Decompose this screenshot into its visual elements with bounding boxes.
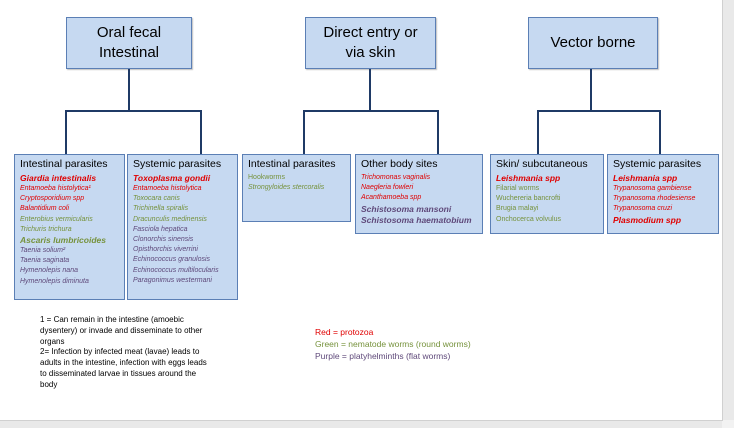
legend-nematode: Green = nematode worms (round worms): [315, 339, 471, 349]
parasite-item: Trypanosoma gambiense: [613, 185, 692, 192]
parasite-item: Trichomonas vaginalis: [361, 174, 431, 181]
parasite-item: Hookworms: [248, 174, 285, 181]
connector: [303, 110, 439, 112]
vertical-scrollbar[interactable]: [723, 0, 734, 420]
connector: [537, 110, 539, 154]
category-direct-entry: Direct entry or via skin: [305, 17, 436, 69]
parasite-item: Leishmania spp: [613, 173, 678, 183]
parasite-item: Clonorchis sinensis: [133, 236, 194, 244]
diagram-canvas: Oral fecal Intestinal Direct entry or vi…: [0, 0, 723, 421]
footnotes: 1 = Can remain in the intestine (amoebic…: [40, 315, 207, 389]
parasite-item: Hymenolepis diminuta: [20, 277, 89, 285]
parasite-item: Trypanosoma rhodesiense: [613, 195, 696, 203]
category-vector-borne: Vector borne: [528, 17, 658, 69]
category-title: Direct entry or via skin: [323, 24, 418, 61]
parasite-item: Trichinella spiralis: [133, 205, 189, 213]
connector: [303, 110, 305, 154]
group-heading: Systemic parasites: [613, 158, 702, 170]
group-heading: Skin/ subcutaneous: [496, 158, 588, 170]
parasite-item: Echinococcus granulosis: [133, 256, 211, 264]
parasite-item: Cryptosporidium spp: [20, 195, 85, 203]
color-legend: Red = protozoa Green = nematode worms (r…: [315, 326, 471, 362]
parasite-item: Hymenolepis nana: [20, 267, 78, 275]
parasite-item: Trypanosoma cruzi: [613, 205, 673, 213]
group-heading: Intestinal parasites: [20, 158, 108, 170]
legend-platyhelminth: Purple = platyhelminths (flat worms): [315, 351, 451, 361]
legend-protozoa: Red = protozoa: [315, 327, 374, 337]
parasite-item: Fasciola hepatica: [133, 225, 188, 233]
parasite-item: Taenia solium²: [20, 247, 66, 255]
parasite-item: Brugia malayi: [496, 205, 539, 213]
parasite-item: Taenia saginata: [20, 257, 70, 265]
parasite-item: Schistosoma haematobium: [361, 214, 472, 225]
parasite-item: Echinococcus multilocularis: [133, 266, 219, 274]
parasite-item: Naegleria fowleri: [361, 184, 414, 192]
parasite-item: Leishmania spp: [496, 173, 561, 183]
horizontal-scrollbar[interactable]: [0, 421, 722, 428]
parasite-item: Paragonimus westermani: [133, 276, 212, 284]
parasite-item: Toxocara canis: [133, 195, 180, 203]
parasite-item: Onchocerca volvulus: [496, 215, 561, 223]
connector: [590, 69, 592, 111]
parasite-item: Plasmodium spp: [613, 214, 682, 225]
connector: [659, 110, 661, 154]
parasite-item: Balantidium coli: [20, 205, 70, 213]
connector: [65, 110, 67, 154]
parasite-item: Giardia intestinalis: [20, 173, 97, 183]
category-title: Oral fecal Intestinal: [96, 24, 162, 61]
parasite-item: Entamoeba histolytica¹: [20, 185, 91, 192]
group-heading: Systemic parasites: [133, 158, 222, 170]
connector: [128, 69, 130, 111]
group-heading: Other body sites: [361, 158, 438, 170]
parasite-item: Schistosoma mansoni: [361, 203, 452, 214]
parasite-item: Opisthorchis viverrini: [133, 246, 198, 254]
parasite-item: Toxoplasma gondii: [133, 173, 211, 183]
parasite-item: Wuchereria bancrofti: [496, 195, 561, 203]
parasite-item: Trichuris trichura: [20, 225, 72, 233]
group-heading: Intestinal parasites: [248, 158, 336, 170]
connector: [537, 110, 661, 112]
category-oral-fecal: Oral fecal Intestinal: [66, 17, 192, 69]
parasite-item: Strongyloides stercoralis: [248, 184, 325, 192]
parasite-item: Filarial worms: [496, 185, 540, 192]
parasite-item: Dracunculis medinensis: [133, 215, 207, 223]
category-title: Vector borne: [550, 34, 636, 51]
connector: [369, 69, 371, 111]
parasite-item: Acanthamoeba spp: [361, 194, 422, 202]
parasite-item: Entamoeba histolytica: [133, 185, 202, 192]
parasite-item: Ascaris lumbricoides: [20, 235, 106, 246]
connector: [437, 110, 439, 154]
parasite-item: Enterobius vermicularis: [20, 215, 93, 223]
connector: [200, 110, 202, 154]
connector: [65, 110, 202, 112]
